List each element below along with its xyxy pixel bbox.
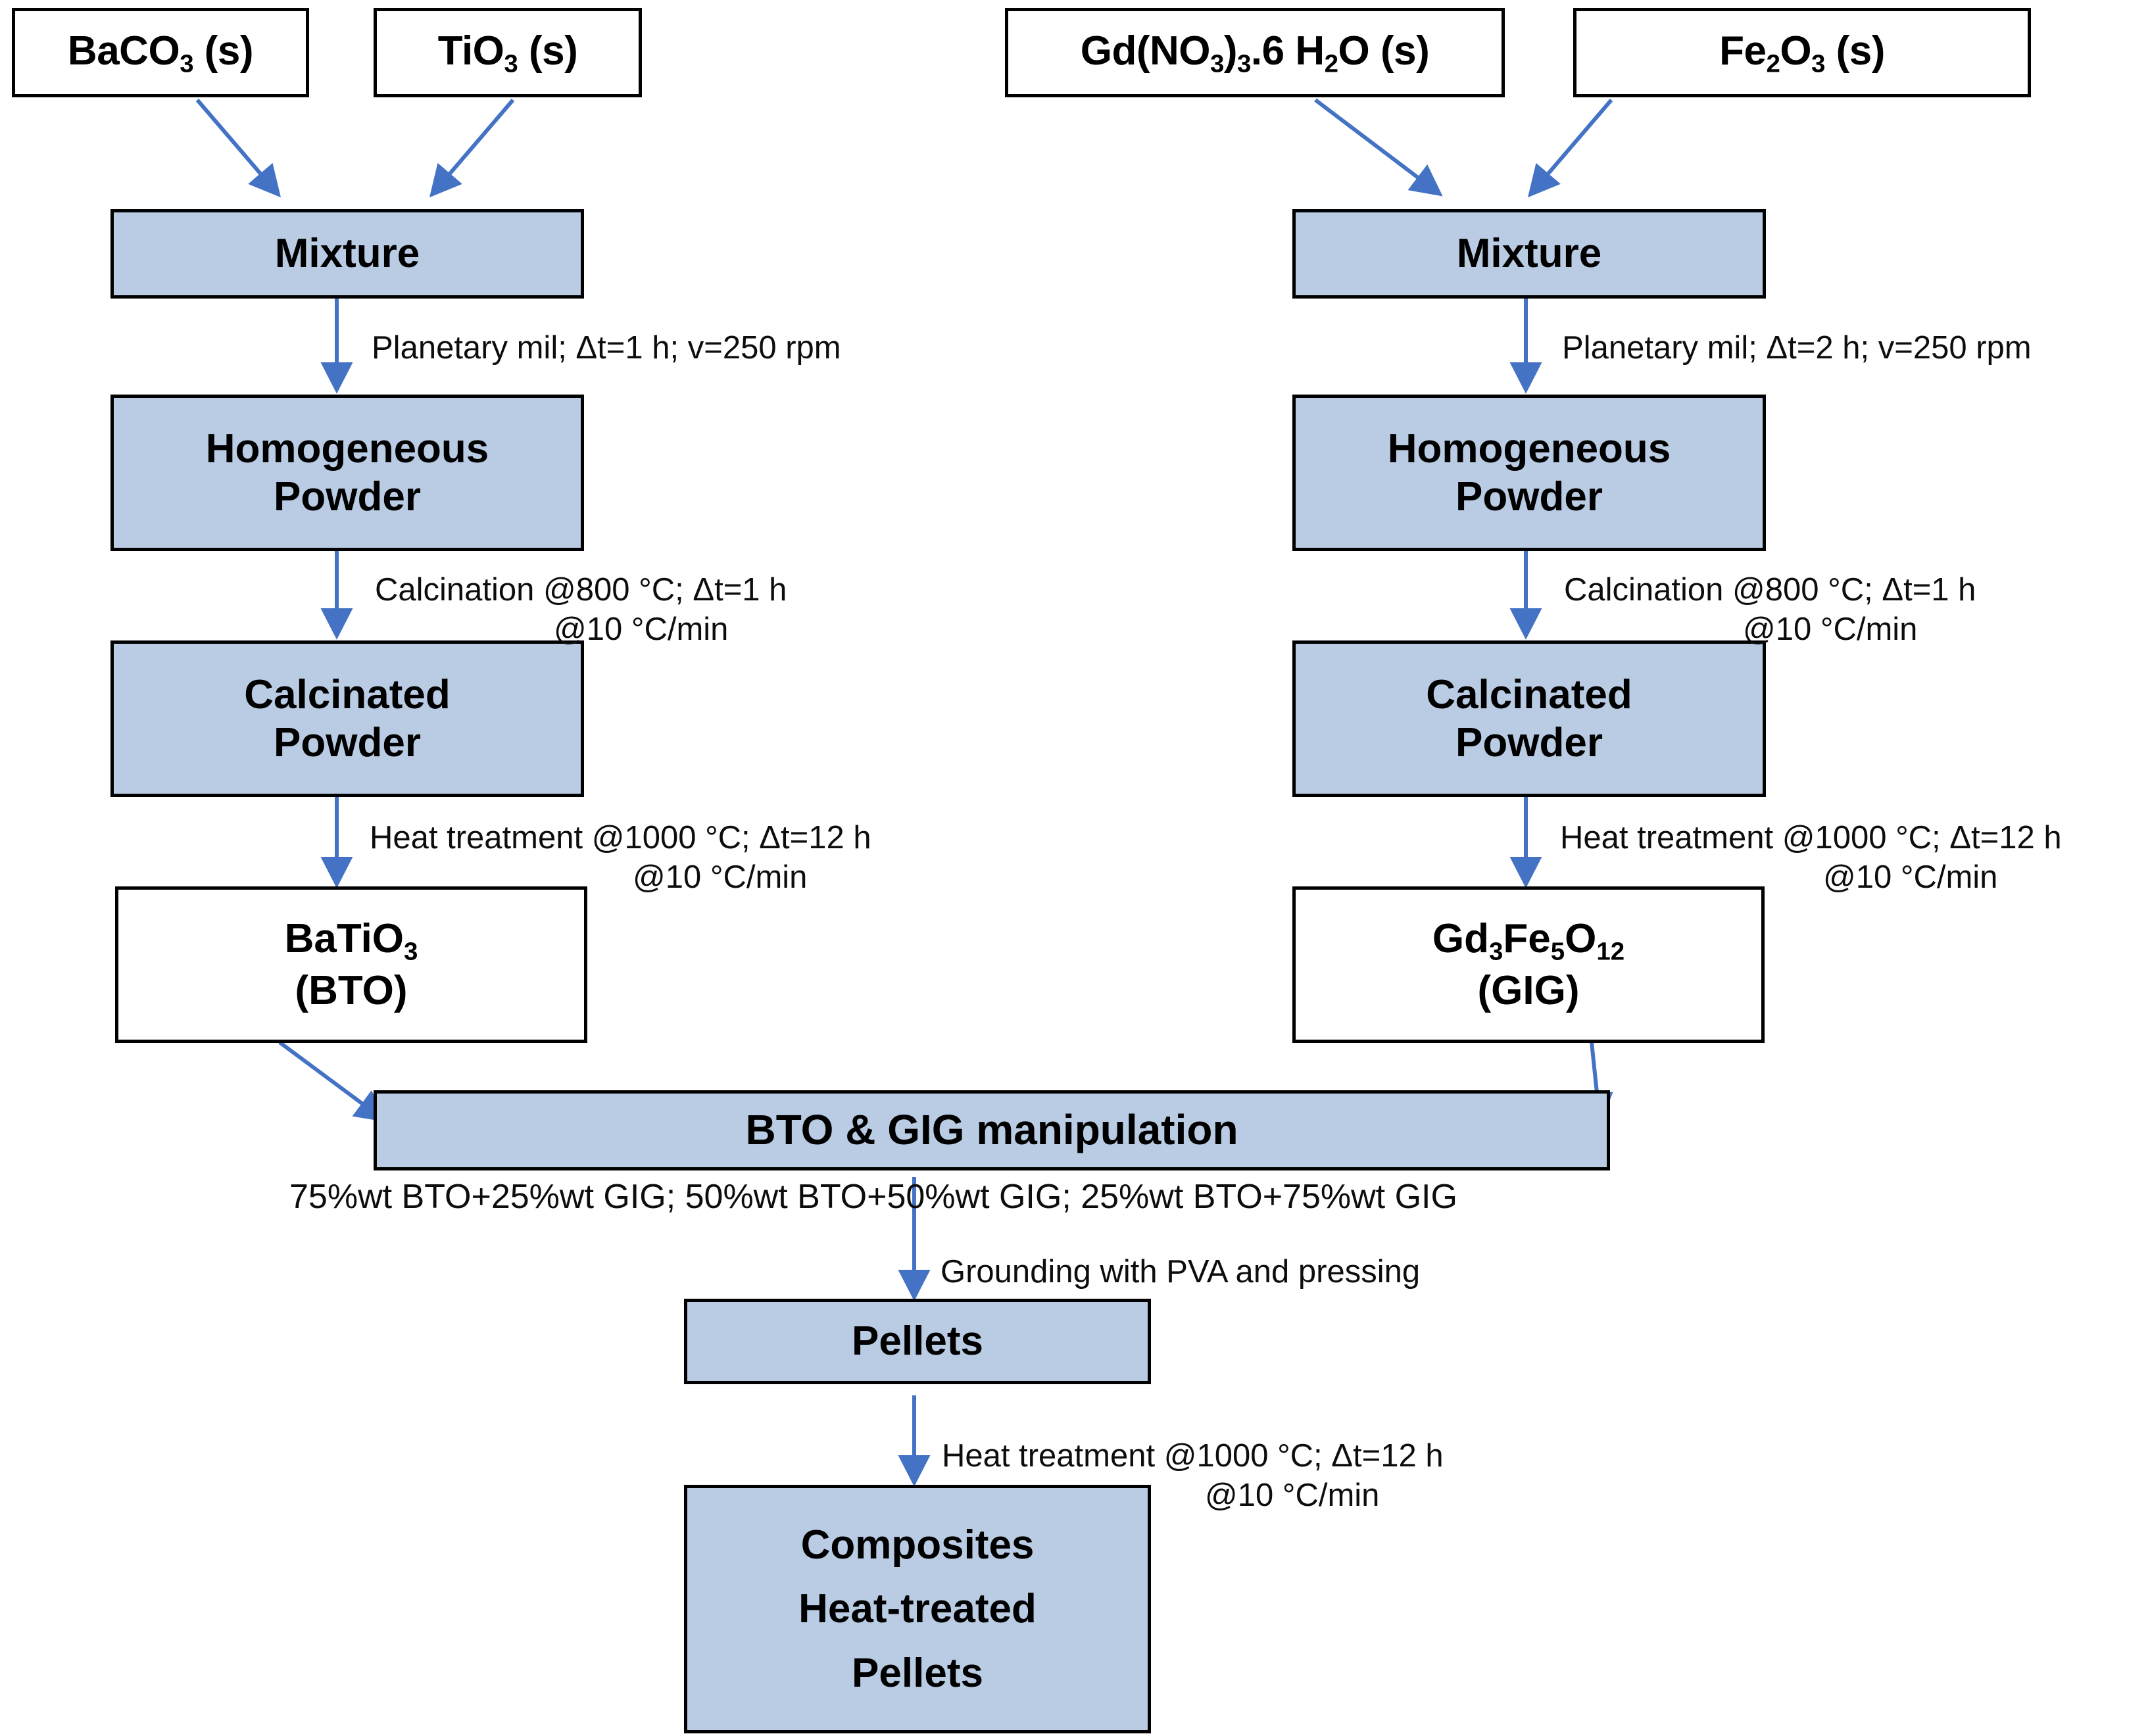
edge-label-heat-left-line2: @10 °C/min — [633, 859, 808, 895]
node-homogeneous-powder-left: Homogeneous Powder — [110, 395, 584, 551]
node-fe2o3: Fe2O3 (s) — [1573, 8, 2031, 97]
node-bto-line1: BaTiO3 — [284, 915, 418, 966]
node-mixture-left-label: Mixture — [274, 231, 420, 277]
edge-label-heat-left: Heat treatment @1000 °C; Δt=12 h @10 °C/… — [370, 819, 871, 898]
edge-label-grounding-line1: Grounding with PVA and pressing — [941, 1254, 1421, 1290]
edge-label-calcination-left: Calcination @800 °C; Δt=1 h @10 °C/min — [375, 571, 787, 650]
node-calcinated-powder-left: Calcinated Powder — [110, 640, 584, 797]
node-gd-nitrate-label: Gd(NO3)3.6 H2O (s) — [1080, 28, 1430, 78]
node-manipulation-label: BTO & GIG manipulation — [745, 1106, 1238, 1154]
node-tio3-label: TiO3 (s) — [437, 28, 578, 78]
edge-label-heat-final-line1: Heat treatment @1000 °C; Δt=12 h — [942, 1438, 1444, 1474]
annotation-composition-ratios: 75%wt BTO+25%wt GIG; 50%wt BTO+50%wt GIG… — [289, 1178, 1457, 1216]
edge-label-mill-left-line1: Planetary mil; Δt=1 h; v=250 rpm — [372, 330, 841, 366]
node-calcinated-powder-right: Calcinated Powder — [1292, 640, 1766, 797]
node-pellets-label: Pellets — [852, 1318, 983, 1364]
edge-label-calcination-right-line2: @10 °C/min — [1743, 611, 1918, 647]
node-calcinated-powder-right-line1: Calcinated — [1426, 671, 1632, 717]
node-manipulation: BTO & GIG manipulation — [374, 1090, 1610, 1170]
edge-tio3-to-mixture — [429, 99, 515, 198]
node-composites-line2: Heat-treated — [798, 1586, 1037, 1632]
node-mixture-right-label: Mixture — [1456, 231, 1602, 277]
edge-label-heat-right: Heat treatment @1000 °C; Δt=12 h @10 °C/… — [1560, 819, 2062, 898]
edge-label-heat-final: Heat treatment @1000 °C; Δt=12 h @10 °C/… — [942, 1437, 1444, 1516]
node-composites: Composites Heat-treated Pellets — [684, 1485, 1151, 1733]
node-homogeneous-powder-left-line1: Homogeneous — [205, 425, 489, 471]
node-mixture-right: Mixture — [1292, 209, 1766, 299]
edge-label-calcination-left-line2: @10 °C/min — [554, 611, 729, 647]
edge-label-mill-right: Planetary mil; Δt=2 h; v=250 rpm — [1562, 329, 2032, 368]
edge-label-heat-right-line2: @10 °C/min — [1823, 859, 1998, 895]
node-calcinated-powder-right-line2: Powder — [1455, 720, 1603, 765]
edge-label-heat-final-line2: @10 °C/min — [1205, 1477, 1380, 1513]
node-composites-line3: Pellets — [852, 1650, 983, 1696]
edge-baco3-to-mixture — [195, 99, 281, 198]
node-gd-nitrate: Gd(NO3)3.6 H2O (s) — [1005, 8, 1505, 97]
node-homogeneous-powder-right-line2: Powder — [1455, 474, 1603, 519]
node-fe2o3-label: Fe2O3 (s) — [1719, 28, 1885, 78]
edge-gdnitrate-to-mixture — [1314, 98, 1443, 197]
node-bto-line2: (BTO) — [295, 967, 408, 1013]
edge-label-calcination-left-line1: Calcination @800 °C; Δt=1 h — [375, 572, 787, 608]
edge-bto-to-manipulation — [278, 1040, 387, 1122]
node-homogeneous-powder-right: Homogeneous Powder — [1292, 395, 1766, 551]
node-mixture-left: Mixture — [110, 209, 584, 299]
node-calcinated-powder-left-line1: Calcinated — [244, 671, 451, 717]
node-bto: BaTiO3 (BTO) — [115, 886, 587, 1043]
node-baco3: BaCO3 (s) — [12, 8, 309, 97]
edge-fe2o3-to-mixture — [1527, 99, 1613, 198]
edge-label-calcination-right-line1: Calcination @800 °C; Δt=1 h — [1564, 572, 1976, 608]
node-tio3: TiO3 (s) — [374, 8, 642, 97]
edge-label-heat-left-line1: Heat treatment @1000 °C; Δt=12 h — [370, 820, 871, 856]
edge-label-calcination-right: Calcination @800 °C; Δt=1 h @10 °C/min — [1564, 571, 1976, 650]
node-composites-line1: Composites — [800, 1522, 1035, 1568]
edge-label-mill-left: Planetary mil; Δt=1 h; v=250 rpm — [372, 329, 841, 368]
node-homogeneous-powder-right-line1: Homogeneous — [1387, 425, 1671, 471]
edge-label-heat-right-line1: Heat treatment @1000 °C; Δt=12 h — [1560, 820, 2062, 856]
node-calcinated-powder-left-line2: Powder — [274, 720, 421, 765]
node-gig-line2: (GIG) — [1477, 967, 1580, 1013]
node-pellets: Pellets — [684, 1299, 1151, 1384]
node-baco3-label: BaCO3 (s) — [67, 28, 254, 78]
node-homogeneous-powder-left-line2: Powder — [274, 474, 421, 519]
node-gig-line1: Gd3Fe5O12 — [1432, 915, 1625, 966]
edge-label-grounding: Grounding with PVA and pressing — [941, 1253, 1420, 1292]
node-gig: Gd3Fe5O12 (GIG) — [1292, 886, 1765, 1043]
edge-label-mill-right-line1: Planetary mil; Δt=2 h; v=250 rpm — [1562, 330, 2032, 366]
